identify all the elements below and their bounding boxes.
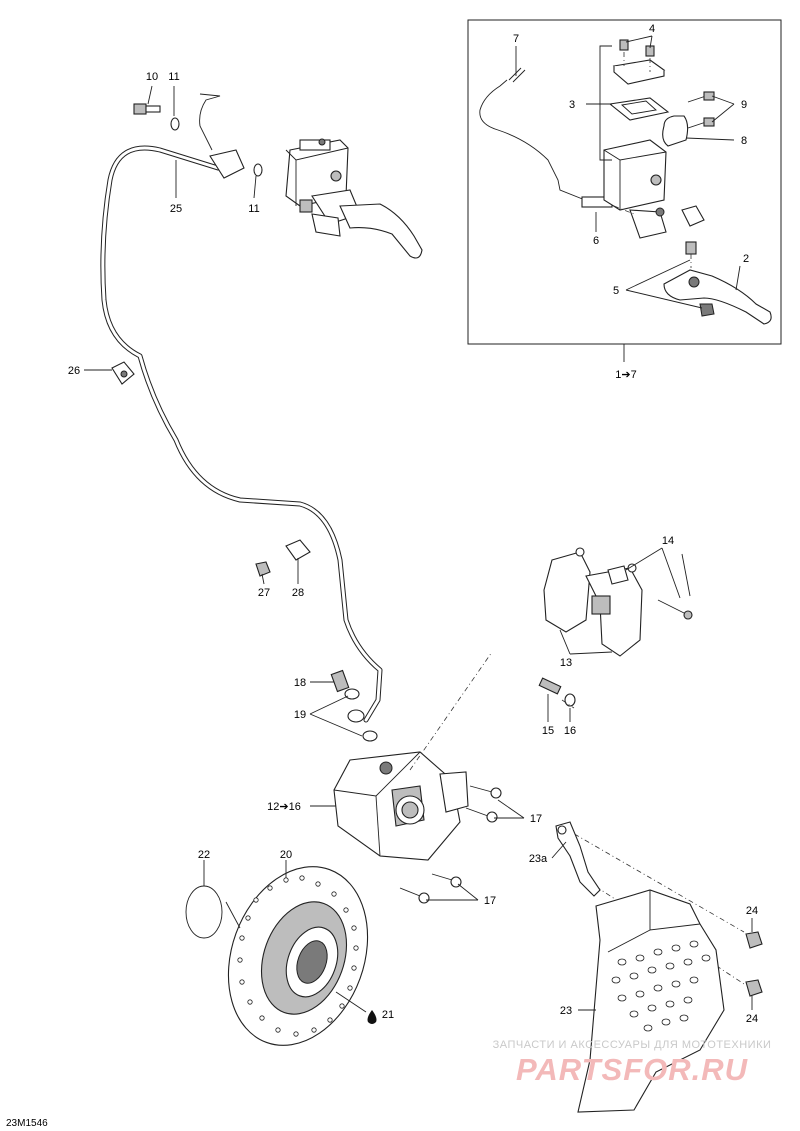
clamp-and-bolts-parts-8-9 <box>662 91 715 147</box>
label-22: 22 <box>198 849 210 861</box>
pad-pin-part-14 <box>607 565 693 620</box>
banjo-bolt-part-10 <box>133 103 161 115</box>
part-labels: 1➔7 2 3 4 5 6 7 8 9 10 11 11 12➔16 13 14… <box>68 23 758 1025</box>
label-23: 23 <box>560 1005 572 1017</box>
label-26: 26 <box>68 365 80 377</box>
bleeder-part-15 <box>538 677 562 695</box>
label-8: 8 <box>741 135 747 147</box>
label-5: 5 <box>613 285 619 297</box>
diagram-code: 23M1546 <box>6 1118 48 1129</box>
label-9: 9 <box>741 99 747 111</box>
label-23a: 23a <box>529 853 548 865</box>
leader-lines <box>84 35 753 1013</box>
label-7: 7 <box>513 33 519 45</box>
hose-clip-part-26 <box>111 361 135 385</box>
hose-clip-part-28 <box>285 539 311 561</box>
label-10: 10 <box>146 71 158 83</box>
watermark-logo: PARTSFOR.RU <box>516 1052 749 1087</box>
brake-pads-part-13 <box>543 547 643 657</box>
inset-box <box>467 19 782 362</box>
nut-part-24 <box>745 931 763 997</box>
brake-hose-part-25 <box>100 93 383 723</box>
label-3: 3 <box>569 99 575 111</box>
nut-part-27 <box>255 561 271 577</box>
label-13: 13 <box>560 657 572 669</box>
label-15: 15 <box>542 725 554 737</box>
bleeder-cap-part-16 <box>564 693 576 707</box>
bracket-part-23a <box>555 821 601 897</box>
brake-disc-part-20 <box>227 866 369 1046</box>
label-6: 6 <box>593 235 599 247</box>
brake-light-switch-part-7 <box>479 67 618 208</box>
label-17-bottom: 17 <box>484 895 496 907</box>
label-16: 16 <box>564 725 576 737</box>
label-24-top: 24 <box>746 905 758 917</box>
label-24-bottom: 24 <box>746 1013 758 1025</box>
o-ring-part-22 <box>185 885 223 939</box>
brake-caliper-assembly <box>333 751 469 861</box>
label-14: 14 <box>662 535 674 547</box>
lever-and-pivot-parts-2-5 <box>663 205 772 325</box>
disc-guard-part-23 <box>577 889 725 1113</box>
label-12-16: 12➔16 <box>267 801 301 813</box>
label-11-bottom: 11 <box>248 203 259 215</box>
banjo-bolt-part-18 <box>330 669 350 693</box>
label-21: 21 <box>382 1009 394 1021</box>
label-4: 4 <box>649 23 655 35</box>
label-11-top: 11 <box>168 71 179 83</box>
watermark-tagline: ЗАПЧАСТИ И АКСЕССУАРЫ ДЛЯ МОТОТЕХНИКИ <box>493 1039 772 1051</box>
label-1-7: 1➔7 <box>615 369 636 381</box>
label-20: 20 <box>280 849 292 861</box>
master-cylinder-assembly <box>285 138 423 259</box>
label-27: 27 <box>258 587 270 599</box>
label-25: 25 <box>170 203 182 215</box>
reservoir-cover-parts-3-4 <box>603 39 670 239</box>
label-28: 28 <box>292 587 304 599</box>
label-18: 18 <box>294 677 306 689</box>
grease-drop-icon <box>367 1010 377 1024</box>
washer-part-11 <box>170 117 263 177</box>
label-2: 2 <box>743 253 749 265</box>
label-19: 19 <box>294 709 306 721</box>
washer-part-19 <box>344 688 378 742</box>
label-17-top: 17 <box>530 813 542 825</box>
watermark: ЗАПЧАСТИ И АКСЕССУАРЫ ДЛЯ МОТОТЕХНИКИ PA… <box>493 1039 772 1087</box>
